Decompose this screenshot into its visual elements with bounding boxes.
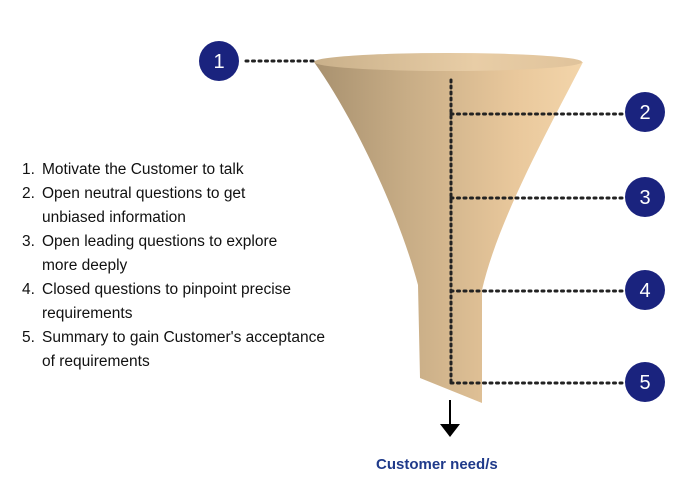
step-number: 1. (22, 161, 35, 178)
step-text: Motivate the Customer to talk (42, 161, 244, 178)
down-arrow-icon (440, 400, 460, 437)
step-item-4: 4. Closed questions to pinpoint precise … (22, 278, 402, 326)
step-number: 2. (22, 185, 35, 202)
marker-1: 1 (199, 41, 239, 81)
step-item-3: 3. Open leading questions to explore mor… (22, 230, 402, 278)
step-text: Open neutral questions to get unbiased i… (42, 185, 246, 226)
step-text: Open leading questions to explore more d… (42, 233, 278, 274)
output-label: Customer need/s (376, 456, 498, 473)
step-text: Closed questions to pinpoint precise req… (42, 281, 292, 322)
marker-4: 4 (625, 270, 665, 310)
step-number: 4. (22, 281, 35, 298)
funnel-body (314, 62, 583, 403)
svg-text:2: 2 (639, 102, 650, 124)
step-item-1: 1. Motivate the Customer to talk (22, 158, 402, 182)
step-number: 5. (22, 329, 35, 346)
step-item-2: 2. Open neutral questions to get unbiase… (22, 182, 402, 230)
svg-text:4: 4 (639, 280, 650, 302)
svg-text:1: 1 (213, 51, 224, 73)
svg-text:3: 3 (639, 187, 650, 209)
marker-2: 2 (625, 92, 665, 132)
marker-5: 5 (625, 362, 665, 402)
step-list: 1. Motivate the Customer to talk 2. Open… (22, 158, 402, 374)
step-item-5: 5. Summary to gain Customer's acceptance… (22, 326, 402, 374)
marker-3: 3 (625, 177, 665, 217)
svg-text:5: 5 (639, 372, 650, 394)
step-text: Summary to gain Customer's acceptance of… (42, 329, 325, 370)
funnel-rim (314, 53, 582, 71)
step-number: 3. (22, 233, 35, 250)
